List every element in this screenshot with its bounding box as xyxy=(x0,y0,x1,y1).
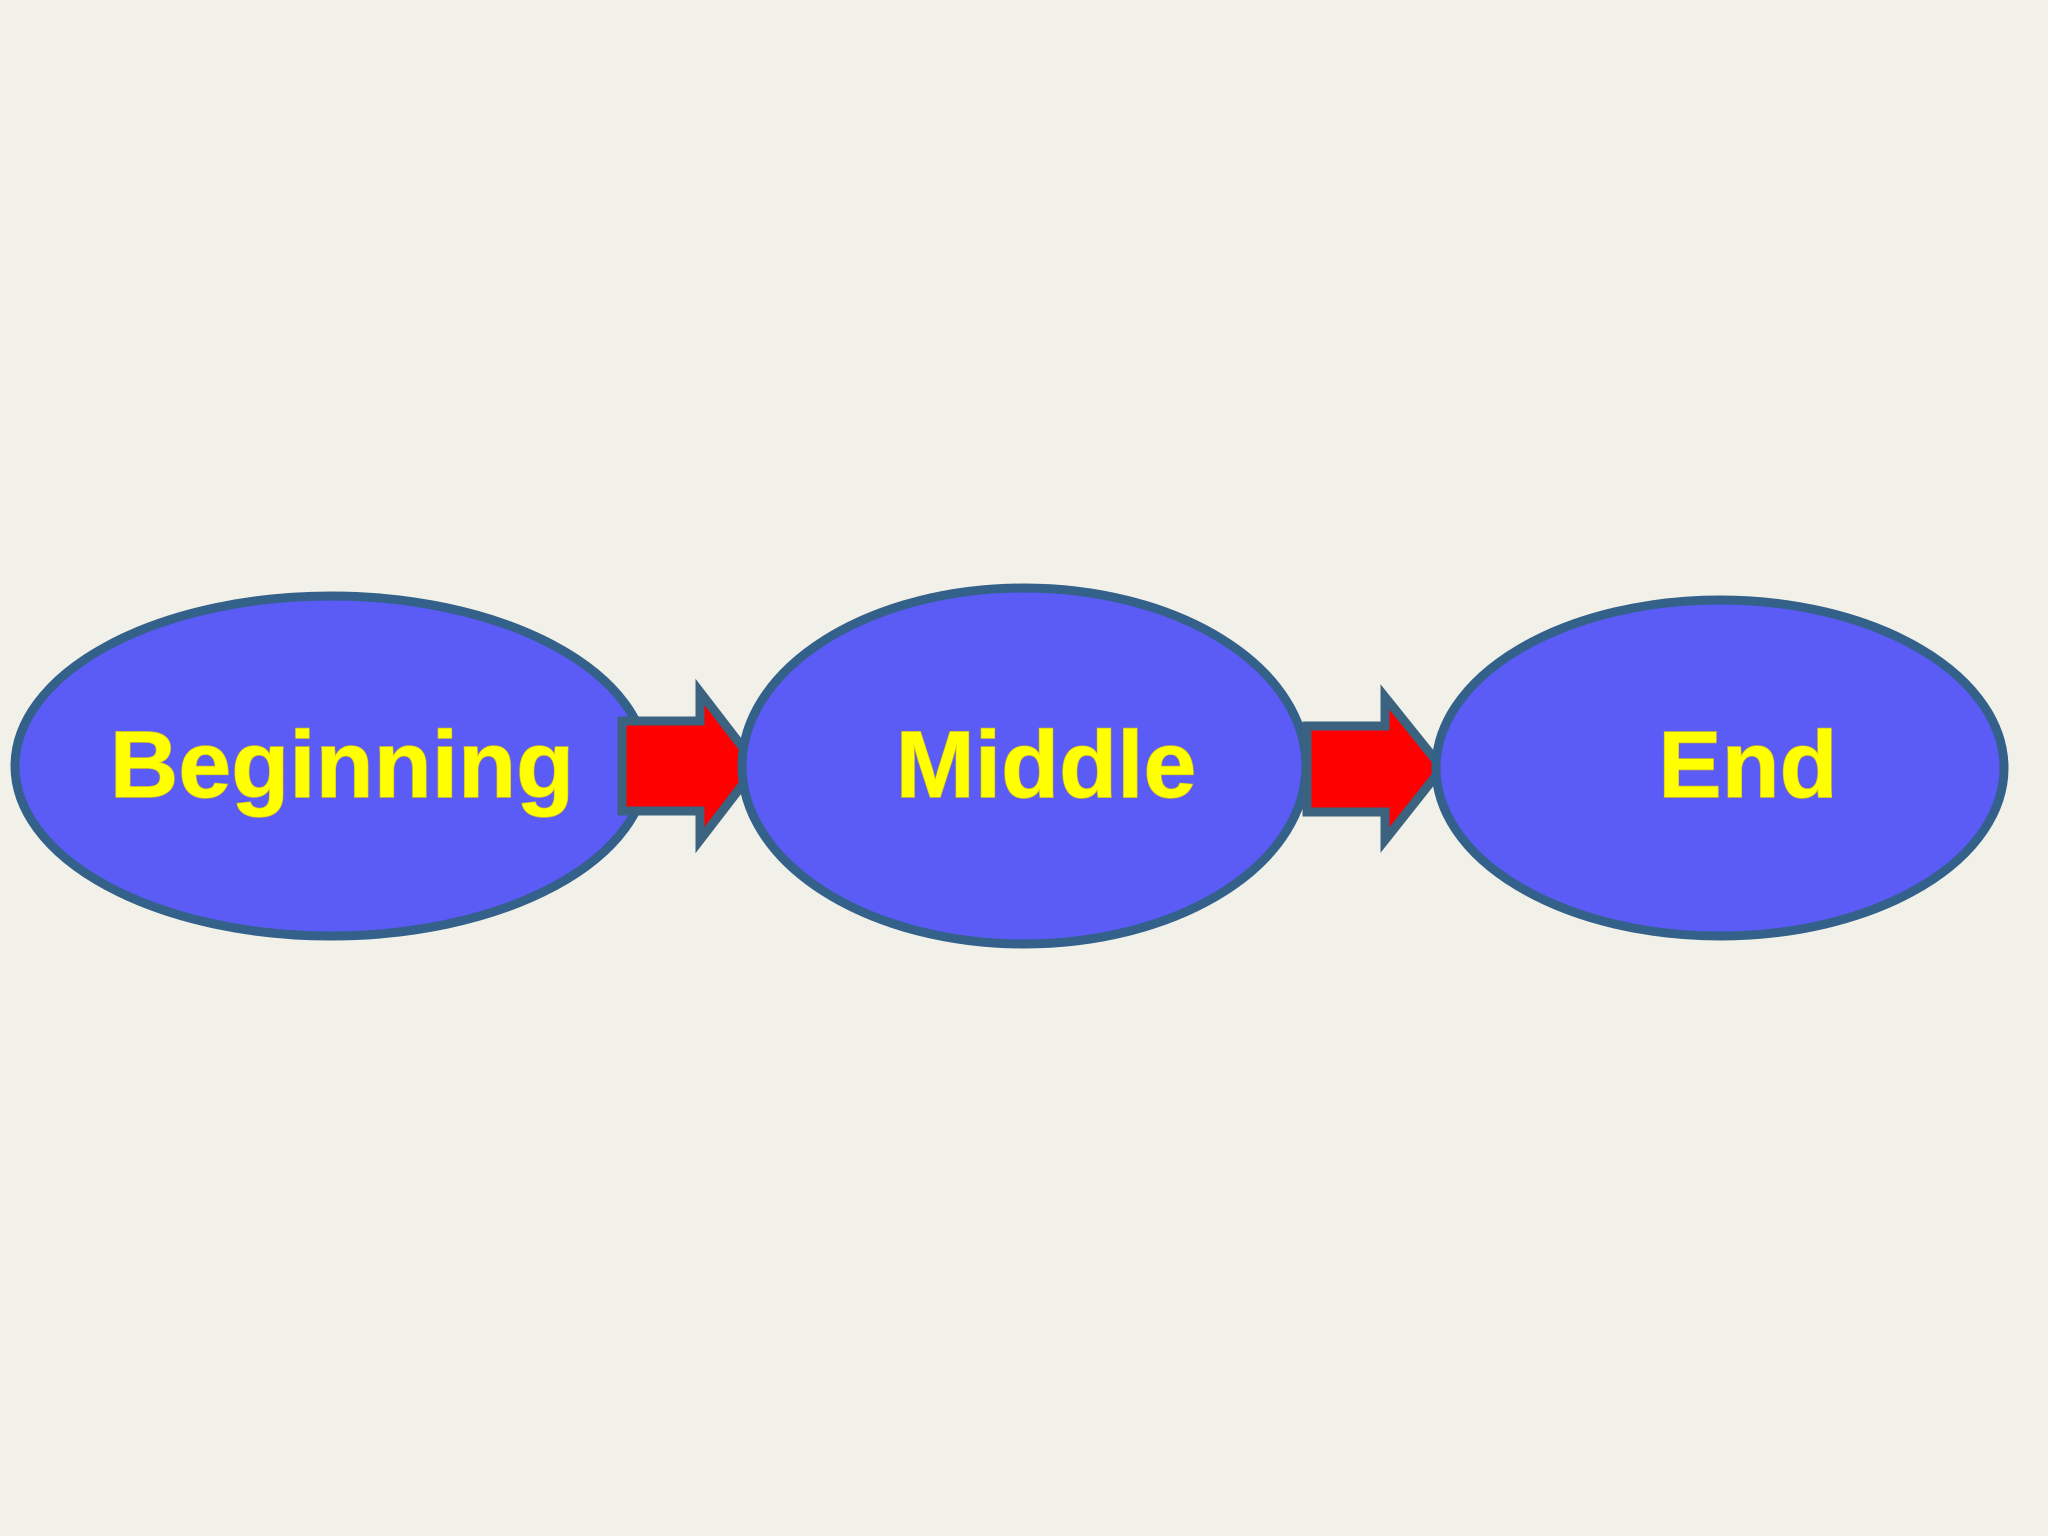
flow-node-middle[interactable]: Middle xyxy=(737,583,1311,949)
block-arrow-1-shape[interactable] xyxy=(617,678,763,854)
flow-node-end-label: End xyxy=(1658,712,1837,818)
ellipse-end[interactable] xyxy=(1431,595,2009,941)
flow-node-end[interactable]: End xyxy=(1431,595,2009,941)
arrow-right-icon-2[interactable] xyxy=(1302,684,1448,853)
flow-node-beginning[interactable]: Beginning xyxy=(10,591,652,941)
block-arrow-2-shape[interactable] xyxy=(1302,684,1448,853)
flow-node-middle-label: Middle xyxy=(896,712,1197,818)
slide-footer: 10/21/2012 © 2011 David D. Nowell, Ph.D.… xyxy=(0,1396,2048,1536)
arrow-right-icon-1[interactable] xyxy=(617,678,763,854)
flow-node-beginning-label: Beginning xyxy=(110,712,574,818)
